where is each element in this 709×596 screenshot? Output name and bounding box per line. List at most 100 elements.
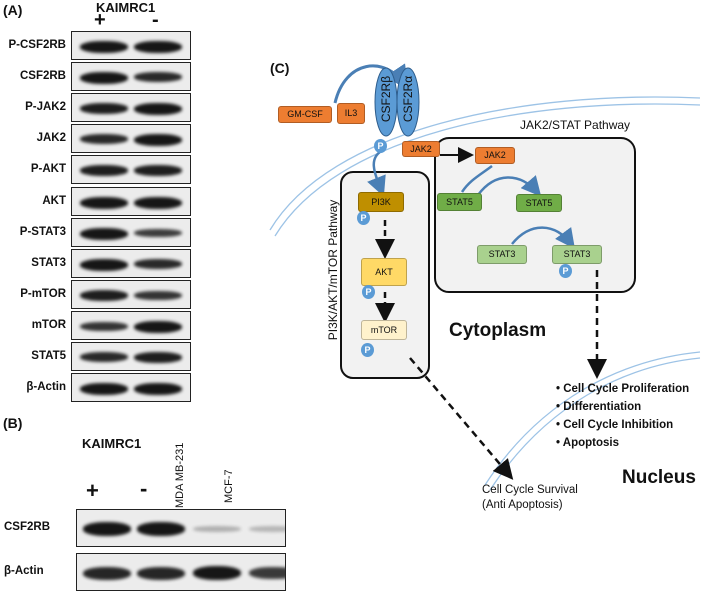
jak2-to-stat5-curve [460,164,493,193]
il3-node: IL3 [337,103,365,124]
blot-band [83,522,131,536]
panel-c-label: (C) [270,60,290,76]
blot-band [134,103,182,116]
gm-csf-node: GM-CSF [278,106,332,123]
blot-band [137,567,185,580]
blot-band [80,227,128,240]
blot-band [80,103,128,115]
blot-band [134,134,182,147]
jak-stat-title: JAK2/STAT Pathway [520,118,631,132]
blot-strip [71,31,191,61]
stat3-node-2: STAT3 [552,245,602,264]
blot-band [193,526,241,532]
blot-band [80,72,128,85]
pi3k-phospho-icon: P [357,211,370,225]
csf2rb-label: CSF2Rβ [379,75,393,123]
outcome-text: Differentiation [563,401,642,413]
blot-strip [71,342,191,372]
stat3-activation-arrow [511,226,575,250]
bullet-icon: • [556,437,563,449]
outcome-item: • Cell Cycle Inhibition [556,419,673,431]
stat5-node-1: STAT5 [437,193,482,211]
blot-band [134,165,182,177]
panel-b-plus: + [86,478,99,503]
mtor-to-survival-arrow [409,357,514,480]
blot-row-label: STAT5 [31,350,66,362]
blot-band [249,526,285,532]
bullet-icon: • [556,383,564,395]
blot-row-label: P-JAK2 [25,101,66,114]
mtor-phospho-icon: P [361,343,374,357]
blot-row-label: P-mTOR [20,287,66,300]
blot-band [134,290,182,300]
blot-strip [71,124,191,154]
pi3k-pathway-title: PI3K/AKT/mTOR Pathway [326,199,340,341]
outcome-text: Cell Cycle Inhibition [563,419,674,431]
cytoplasm-label: Cytoplasm [449,320,547,341]
blot-band [80,321,128,331]
jak2-receptor-node: JAK2 [402,141,440,157]
blot-strip [71,93,191,123]
panel-b-minus: - [140,476,148,501]
bullet-icon: • [556,401,564,413]
blot-row-label: P-CSF2RB [8,39,66,51]
blot-band [134,41,182,53]
jak-stat-pathway-box [434,137,636,293]
panel-b-col-mcf7: MCF-7 [223,469,235,503]
blot-strip [71,186,191,216]
csf2ra-label: CSF2Rα [401,75,415,123]
blot-row-label: AKT [42,194,66,207]
panel-b-label: (B) [3,415,23,431]
blot-band [134,196,182,209]
blot-band [134,320,182,333]
blot-band [134,258,182,269]
nucleus-label: Nucleus [622,467,696,488]
mtor-node: mTOR [361,320,407,340]
outcome-item: • Cell Cycle Proliferation [556,383,689,395]
blot-strip [76,509,286,547]
blot-strip [71,310,191,340]
blot-band [80,196,128,209]
akt-node: AKT [361,258,407,286]
receptor-phospho-icon: P [374,139,387,153]
blot-band [80,41,128,53]
blot-band [134,72,182,83]
outcome-item: • Differentiation [556,401,641,413]
panel-a-plus: + [94,9,106,31]
blot-row-label: P-STAT3 [19,225,66,238]
panel-b-col-mda: MDA MB-231 [174,442,186,508]
blot-row-label: CSF2RB [19,70,66,83]
blot-band [134,383,182,396]
blot-row-label: P-AKT [30,163,66,176]
receptor-to-pi3k-arrow [367,148,386,197]
blot-row-label: JAK2 [36,132,66,145]
bullet-icon: • [556,419,564,431]
blot-strip [76,553,286,591]
blot-band [80,165,128,177]
blot-row-label: STAT3 [31,256,66,269]
blot-row-label: β-Actin [26,381,66,394]
blot-band [249,567,285,579]
blot-strip [71,62,191,92]
blot-band [134,352,182,363]
pi3k-node: PI3K [358,192,404,212]
blot-band [193,566,241,580]
blot-band [80,134,128,145]
blot-row-label: CSF2RB [4,521,51,533]
blot-band [80,258,128,271]
blot-strip [71,155,191,185]
stat5-node-2: STAT5 [516,194,562,212]
blot-band [80,289,128,301]
akt-phospho-icon: P [362,285,375,299]
panel-b-sample-title: KAIMRC1 [82,436,142,451]
blot-band [137,522,185,536]
stat5-activation-arrow [476,175,542,197]
blot-band [80,352,128,362]
outcome-item: • Apoptosis [556,437,619,449]
panel-a-minus: - [152,9,159,31]
blot-row-label: β-Actin [4,565,44,577]
jak2-active-node: JAK2 [475,147,515,164]
stat3-node-1: STAT3 [477,245,527,264]
blot-strip [71,373,191,403]
survival-line-1: Cell Cycle Survival [482,484,578,496]
